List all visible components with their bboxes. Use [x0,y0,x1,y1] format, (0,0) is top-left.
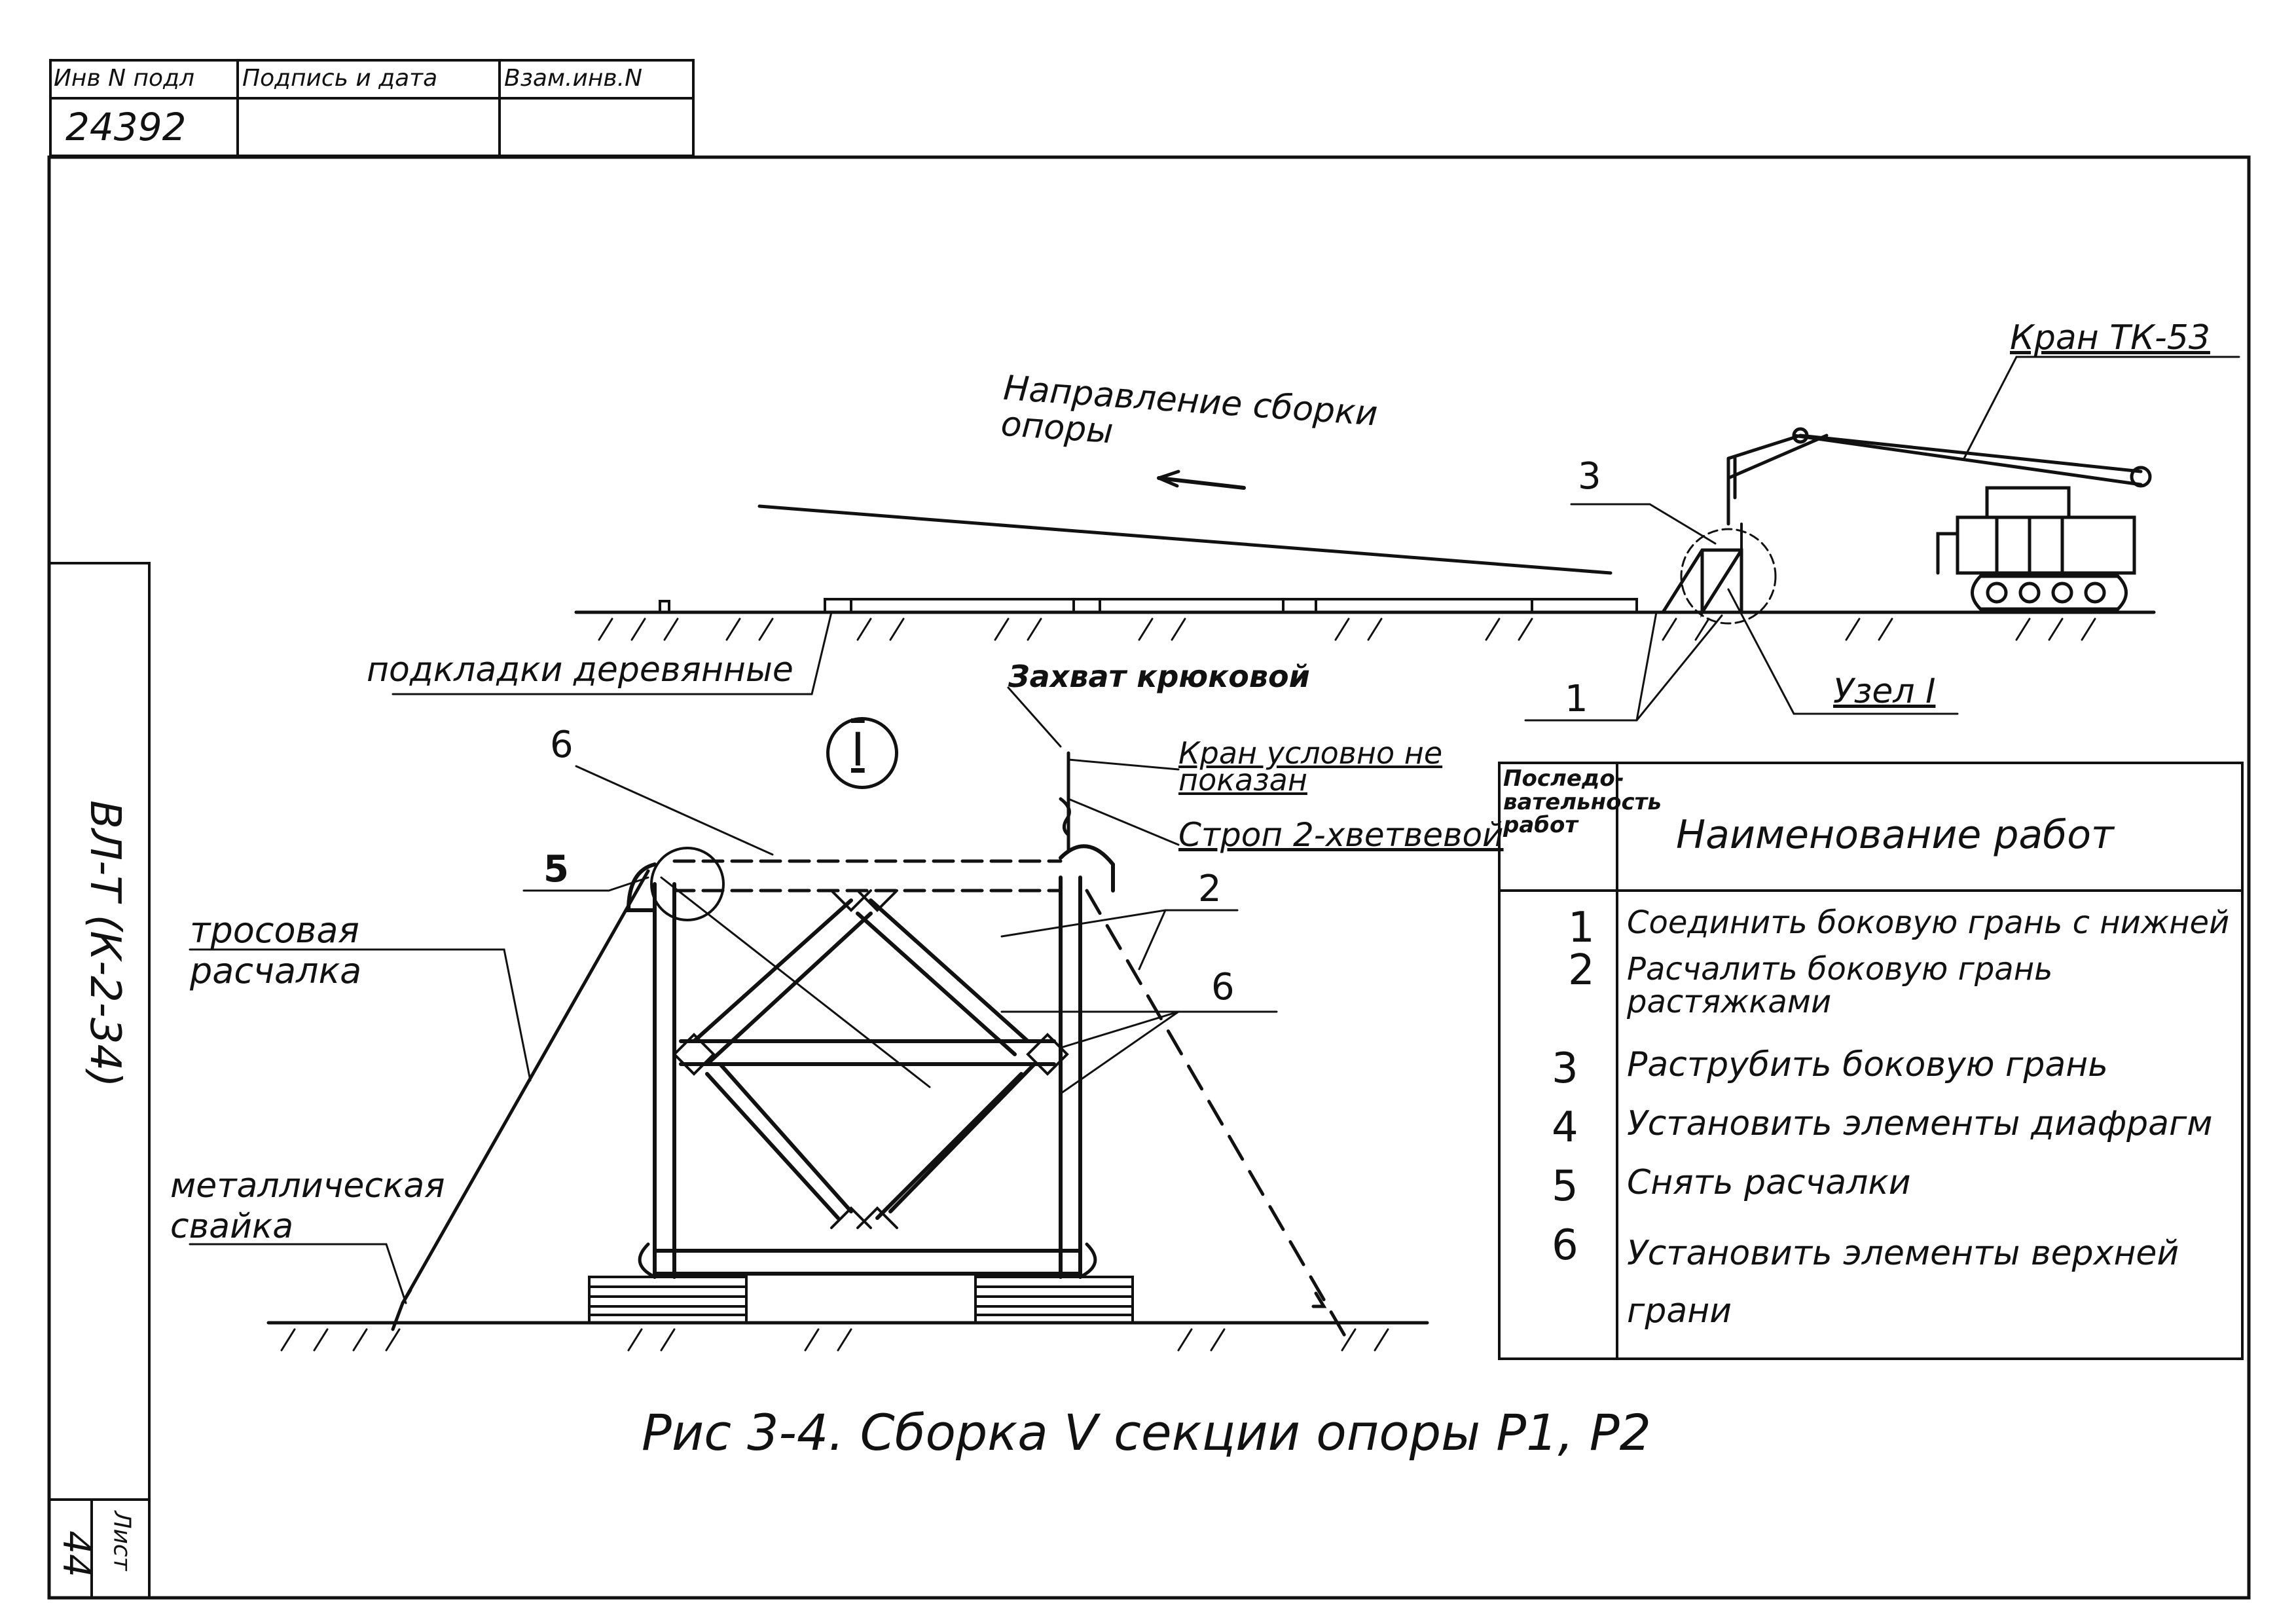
work-table-grid [1498,762,2244,1360]
direction-line [757,504,1613,575]
ground-hatch-top [598,618,2096,641]
label-pads: подкладки деревянные [367,650,793,690]
callout-3: 3 [1578,455,1601,498]
pile-right [1311,1291,1327,1308]
top-chord-dashed [672,859,1063,893]
leader-hook [1007,686,1062,748]
ground-hatch-bottom [280,1328,1389,1352]
leader-node [1727,588,1959,715]
leader-3 [1570,503,1717,545]
leader-1 [1524,611,1723,722]
label-node: Узел I [1833,672,1936,711]
callout-1: 1 [1565,678,1588,720]
table-row-text: Раструбить боковую грань [1627,1045,2108,1084]
sheet-number: 44 [54,1530,98,1578]
hook [1059,751,1071,853]
direction-arrow [1157,476,1246,490]
label-metal-pile: металлическая свайка [170,1166,445,1247]
table-row-num: 1 [1568,904,1595,952]
figure-caption: Рис 3-4. Сборка V секции опоры Р1, Р2 [642,1403,1651,1462]
table-row-text: Расчалить боковую грань растяжками [1627,951,2053,1021]
table-header-name: Наименование работ [1676,812,2114,858]
leader-6a [575,765,774,856]
tower-section [653,876,1082,1279]
stamp-sign-label: Подпись и дата [242,65,438,92]
table-row-num: 2 [1568,946,1595,995]
leader-pads [392,611,833,695]
leader-guy [189,948,532,1082]
table-row-text: Установить элементы верхней грани [1627,1234,2179,1331]
label-guy-rope: тросовая расчалка [190,910,362,992]
leader-6b [1000,1010,1278,1095]
timber-pads [588,1276,1134,1324]
callout-5: 5 [543,848,569,891]
sheet-box [48,1498,151,1599]
table-header-seq: Последо-вательность работ [1503,766,1662,839]
label-hook: Захват крюковой [1008,659,1310,694]
leader-2 [1000,909,1239,970]
stamp-inv-label: Инв N подл [54,65,194,92]
crane-leader [1963,356,2240,460]
shoe-right [1059,844,1115,893]
node-circle-top [1680,528,1777,625]
node-circle-label: I [851,723,865,777]
side-code: ВЛ-Т (К-2-34) [81,800,129,1088]
shoe-bottom [638,1242,1097,1279]
post-small [659,600,670,614]
table-row-text: Установить элементы диафрагм [1627,1104,2213,1143]
table-row-num: 4 [1552,1103,1578,1152]
frame-border [47,155,2251,1600]
leader-pile [189,1243,407,1304]
table-row-text: Снять расчалки [1627,1163,1911,1202]
table-row-num: 3 [1552,1044,1578,1093]
crane-drawing [1726,427,2152,611]
sheet-label: Лист [108,1511,136,1571]
label-crane-not-shown: Кран условно не показан [1178,735,1443,798]
callout-6b: 6 [1211,966,1235,1008]
guy-rope-left [401,869,650,1305]
table-row-num: 6 [1552,1221,1578,1270]
pile-left [391,1288,412,1331]
leader-5 [522,876,649,892]
side-strip [48,562,151,1599]
node-circle-marker [826,717,898,789]
node-frame [1661,548,1743,618]
stamp-header-line [49,59,695,100]
stamp-replace-label: Взам.инв.N [504,65,643,92]
guy-line-inner [660,876,931,1088]
label-sling: Строп 2-хветвевой [1178,816,1504,854]
laid-section [824,598,1638,614]
table-row-num: 5 [1552,1162,1578,1211]
sling-lines [1067,758,1180,846]
guy-rope-right [1085,889,1351,1344]
callout-6a: 6 [550,724,574,766]
stamp-inv-value: 24392 [65,105,187,149]
table-row-text: Соединить боковую грань с нижней [1627,904,2230,941]
callout-2: 2 [1198,868,1222,910]
gusset-plates [672,889,1069,1229]
label-crane: Кран ТК-53 [2010,318,2210,358]
